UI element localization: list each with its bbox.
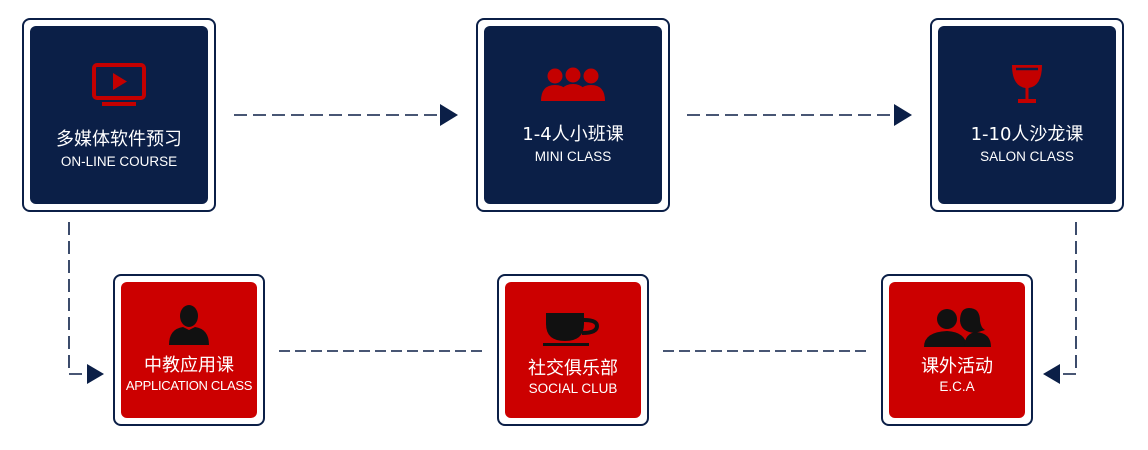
- node-salon-class: 1-10人沙龙课 SALON CLASS: [930, 18, 1124, 212]
- node-subtitle: ON-LINE COURSE: [60, 154, 178, 169]
- video-icon: [91, 62, 147, 114]
- node-application-class: 中教应用课 APPLICATION CLASS: [113, 274, 265, 426]
- node-title: 多媒体软件预习: [56, 129, 182, 150]
- two-people-icon: [920, 306, 994, 352]
- connector-salon-eca: [1060, 222, 1077, 375]
- node-title: 中教应用课: [144, 355, 234, 376]
- coffee-cup-icon: [543, 310, 603, 350]
- arrowhead-to-eca: [1043, 364, 1060, 384]
- arrowhead-to-salon: [894, 104, 912, 126]
- arrowhead-to-mini: [440, 104, 458, 126]
- node-title: 课外活动: [921, 356, 993, 377]
- person-icon: [167, 304, 211, 350]
- node-subtitle: E.C.A: [939, 379, 975, 394]
- arrowhead-to-application: [87, 364, 104, 384]
- node-eca: 课外活动 E.C.A: [881, 274, 1033, 426]
- node-subtitle: SOCIAL CLUB: [528, 381, 618, 396]
- wine-glass-icon: [1009, 62, 1045, 110]
- node-mini-class: 1-4人小班课 MINI CLASS: [476, 18, 670, 212]
- node-social-club: 社交俱乐部 SOCIAL CLUB: [497, 274, 649, 426]
- node-subtitle: SALON CLASS: [980, 149, 1074, 164]
- node-subtitle: APPLICATION CLASS: [125, 378, 253, 393]
- node-title: 社交俱乐部: [528, 358, 618, 379]
- connector-online-application: [68, 222, 88, 375]
- node-title: 1-4人小班课: [522, 124, 624, 145]
- node-subtitle: MINI CLASS: [534, 149, 612, 164]
- node-title: 1-10人沙龙课: [970, 124, 1084, 145]
- node-online-course: 多媒体软件预习 ON-LINE COURSE: [22, 18, 216, 212]
- people-group-icon: [536, 66, 610, 106]
